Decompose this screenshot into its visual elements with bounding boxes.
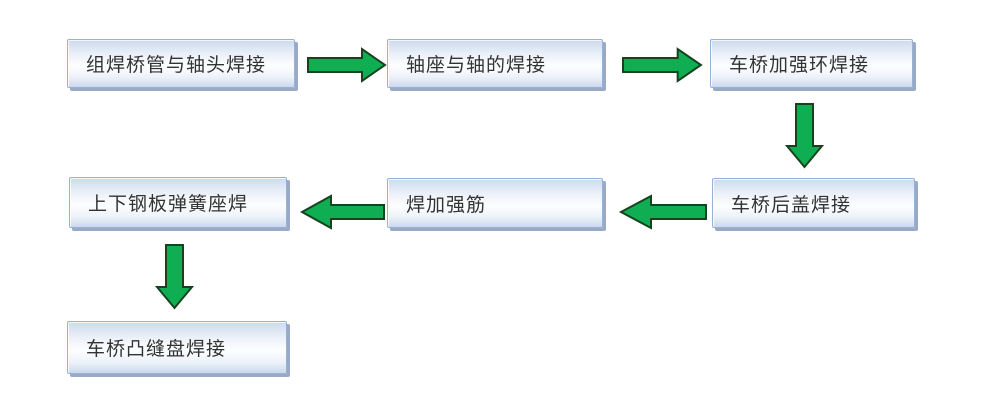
flow-step-weld-axle-rear-cover: 车桥后盖焊接: [712, 178, 915, 228]
arrow-right-icon-n2-n3: [622, 47, 703, 83]
arrow-left-icon-n5-n6: [299, 194, 385, 230]
flow-step-label: 轴座与轴的焊接: [406, 54, 547, 76]
arrow-down-icon-n3-n4: [785, 103, 824, 169]
flow-step-label: 焊加强筋: [406, 193, 487, 216]
flow-step-label: 车桥凸缝盘焊接: [86, 338, 227, 360]
flow-step-label: 上下钢板弹簧座焊: [88, 193, 249, 215]
arrow-down-icon-n6-n7: [155, 244, 194, 310]
flow-step-weld-axle-reinforcing-ring: 车桥加强环焊接: [710, 39, 913, 88]
flow-step-weld-leaf-spring-seats: 上下钢板弹簧座焊: [69, 177, 287, 228]
flow-step-label: 组焊桥管与轴头焊接: [86, 54, 267, 76]
flow-step-label: 车桥后盖焊接: [731, 193, 852, 216]
flow-step-label: 车桥加强环焊接: [729, 54, 870, 76]
flow-step-weld-bridge-tube-and-axle-head: 组焊桥管与轴头焊接: [67, 39, 295, 88]
flow-step-weld-axle-seat-and-axle: 轴座与轴的焊接: [387, 39, 603, 88]
arrow-right-icon-n1-n2: [307, 47, 387, 83]
flow-step-weld-reinforcing-ribs: 焊加强筋: [387, 178, 603, 228]
arrow-left-icon-n4-n5: [618, 194, 707, 230]
flow-step-weld-flange-seam-plate: 车桥凸缝盘焊接: [67, 321, 287, 374]
